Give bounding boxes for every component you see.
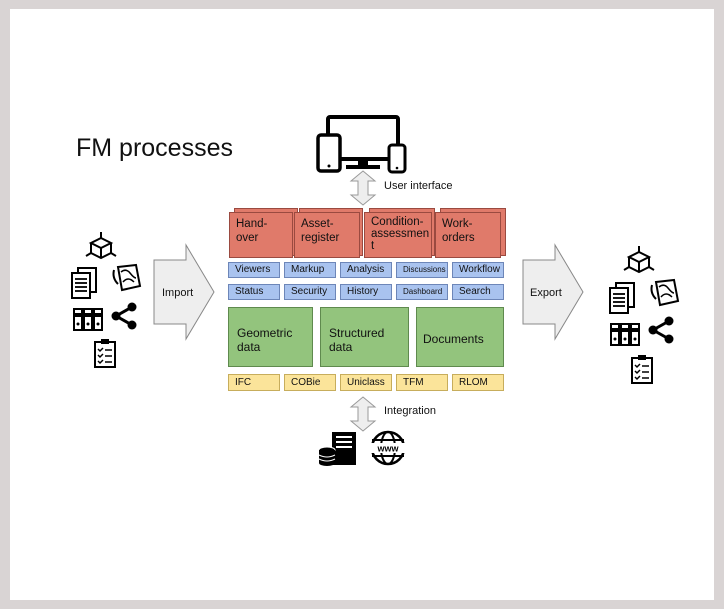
share-icon [111,302,137,330]
function-markup: Markup [284,262,336,278]
standard-ifc: IFC [228,374,280,391]
standard-uniclass: Uniclass [340,374,392,391]
function-discussions: Discussions [396,262,448,278]
data-geometric: Geometric data [228,307,313,367]
function-analysis: Analysis [340,262,392,278]
drawing-icon [112,263,142,292]
function-dashboard: Dashboard [396,284,448,300]
documents-icon [609,282,635,314]
binders-icon [610,323,640,346]
3d-model-icon [623,246,655,274]
share-icon [648,316,674,344]
data-documents: Documents [416,307,504,367]
database-server-icon [318,432,356,466]
function-security: Security [284,284,336,300]
diagram-canvas [10,9,714,600]
function-search: Search [452,284,504,300]
user-interface-arrow [349,170,377,206]
svg-text:www: www [376,444,399,454]
binders-icon [73,308,103,331]
3d-model-icon [85,232,117,260]
standard-tfm: TFM [396,374,448,391]
diagram-title: FM processes [76,134,233,162]
import-arrow [153,243,215,341]
www-globe-icon: www [370,430,406,466]
checklist-icon [631,355,653,384]
standard-cobie: COBie [284,374,336,391]
export-label: Export [530,287,562,299]
devices-icon [316,115,407,174]
documents-icon [71,267,97,299]
process-asset-register: Asset- register [294,212,360,258]
integration-arrow [349,396,377,432]
export-arrow [522,243,584,341]
user-interface-label: User interface [384,180,453,192]
standard-rlom: RLOM [452,374,504,391]
data-structured: Structured data [320,307,409,367]
import-label: Import [162,287,194,299]
integration-label: Integration [384,405,436,417]
checklist-icon [94,339,116,368]
process-handover: Hand- over [229,212,293,258]
function-viewers: Viewers [228,262,280,278]
process-work-orders: Work- orders [435,212,501,258]
function-status: Status [228,284,280,300]
process-condition-assessment: Condition- assessmen t [364,212,432,258]
function-history: History [340,284,392,300]
drawing-icon [650,278,680,307]
function-workflow: Workflow [452,262,504,278]
